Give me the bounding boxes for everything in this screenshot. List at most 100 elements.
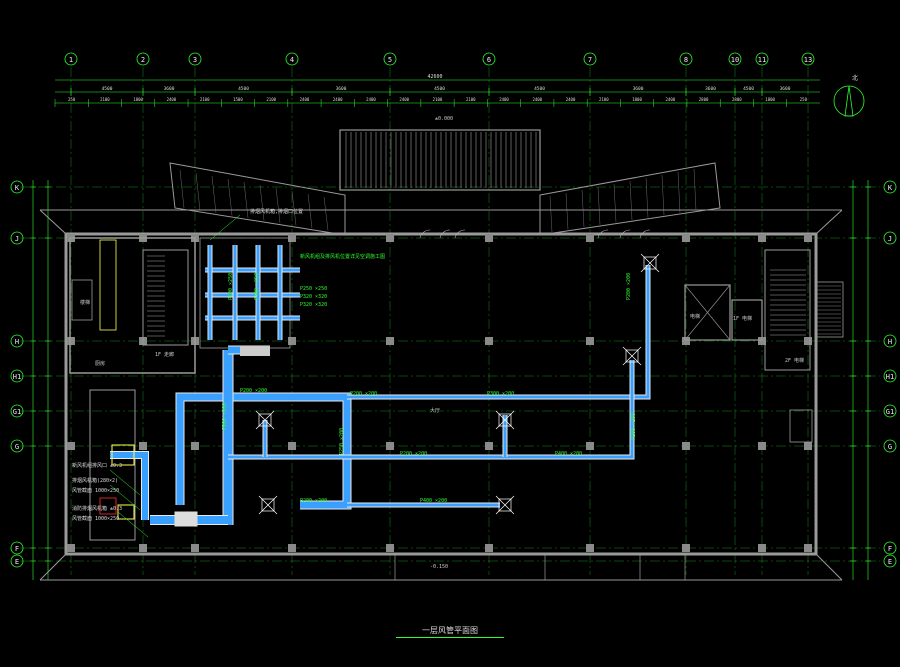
- elevator-1: [684, 284, 731, 341]
- drawing-title: 一层风管平面图: [422, 626, 478, 635]
- dim-text: 1800: [765, 97, 775, 102]
- duct-network: [99, 239, 660, 527]
- structural-column: [288, 544, 296, 552]
- duct-size-label: P200 ×200: [222, 403, 228, 430]
- left-note: 消防排烟风机箱 ±0.3: [72, 505, 122, 512]
- dim-text: 250: [800, 97, 808, 102]
- leader-line: [117, 511, 149, 538]
- left-note: 排烟风机箱(280×2): [72, 477, 118, 484]
- dim-text: 4500: [434, 86, 445, 92]
- ramp-line: [549, 195, 553, 233]
- duct-size-label: P200 ×200: [300, 498, 327, 504]
- ramp-line: [629, 180, 633, 221]
- duct-size-label: P300 ×200: [487, 391, 514, 397]
- duct-segment: [228, 360, 634, 459]
- diffuser-icon: [625, 349, 639, 363]
- structural-column: [758, 544, 766, 552]
- dim-text-overall: 42600: [427, 74, 442, 80]
- elevator-2: [731, 299, 763, 341]
- dim-text: 3600: [633, 86, 644, 92]
- duct-size-label: P250 ×250: [300, 286, 327, 292]
- grid-row-label: E: [15, 558, 19, 566]
- grid-bubble: [136, 52, 150, 66]
- fan-box-icon: [240, 346, 270, 356]
- dim-text: 3600: [780, 86, 791, 92]
- grid-row-label: G1: [886, 408, 894, 416]
- grid-row-label: K: [15, 184, 20, 192]
- left-note: 风管截面 1000×250: [72, 515, 119, 522]
- grid-bubble: [583, 52, 597, 66]
- fire-damper-icon: [99, 497, 117, 515]
- structural-column: [485, 234, 493, 242]
- machine-room: [89, 389, 136, 541]
- structural-column: [758, 337, 766, 345]
- structural-column: [682, 234, 690, 242]
- dim-text: 4500: [534, 86, 545, 92]
- structural-column: [758, 234, 766, 242]
- grid-bubble: [801, 52, 815, 66]
- stair-right: [764, 249, 811, 371]
- room-label: 1F 电梯: [733, 315, 752, 322]
- duct-size-label: P400 ×200: [555, 451, 582, 457]
- grid-row-label: H: [15, 338, 19, 346]
- grid-row-label: J: [888, 235, 892, 243]
- room-label: 大厅: [430, 407, 440, 414]
- grid-row-label: G: [888, 443, 892, 451]
- north-circle: [833, 85, 865, 117]
- duct-size-label: P200 ×250: [228, 273, 234, 300]
- rear-canopy: [394, 554, 546, 581]
- duct-segment: [110, 452, 148, 520]
- dim-text: 2100: [200, 97, 210, 102]
- room-label: 电梯: [690, 313, 700, 320]
- structural-column: [386, 442, 394, 450]
- grid-bubble: [883, 404, 897, 418]
- ramp-line: [323, 196, 329, 231]
- dim-text: 2400: [532, 97, 542, 102]
- ramp-line: [661, 174, 665, 216]
- grid-row-label: H1: [886, 373, 894, 381]
- grid-row-label: K: [888, 184, 893, 192]
- structural-column: [288, 442, 296, 450]
- ramp-line: [565, 192, 569, 230]
- grid-bubble: [883, 231, 897, 245]
- fan-unit-icon: [117, 504, 135, 520]
- rear-canopy: [639, 554, 686, 581]
- shaft-right: [789, 409, 813, 443]
- diffuser-icon: [643, 256, 657, 270]
- structural-column: [288, 234, 296, 242]
- door-swing: [639, 229, 651, 239]
- grid-row-label: E: [888, 558, 892, 566]
- grid-bubble: [883, 439, 897, 453]
- structural-column: [191, 544, 199, 552]
- grid-bubble: [10, 369, 24, 383]
- ramp-line: [211, 175, 217, 214]
- grid-bubble: [10, 439, 24, 453]
- door-swing: [454, 229, 466, 239]
- duct-size-label: P250 ×200: [339, 428, 345, 455]
- structural-column: [485, 544, 493, 552]
- room-wc: [71, 279, 93, 321]
- grid-bubble: [755, 52, 769, 66]
- grid-row-label: F: [15, 545, 19, 553]
- structural-column: [485, 337, 493, 345]
- title-underline: [396, 637, 504, 638]
- grid-bubble: [10, 554, 24, 568]
- grid-bubble: [188, 52, 202, 66]
- dim-text: 2100: [599, 97, 609, 102]
- north-arrow-icon: 北: [833, 74, 865, 117]
- grid-bubble: [883, 554, 897, 568]
- duct-size-label: P400 ×200: [420, 498, 447, 504]
- diffuser-icon: [261, 498, 275, 512]
- diffuser-icon: [498, 498, 512, 512]
- dim-text: 2100: [266, 97, 276, 102]
- dim-text: 4500: [238, 86, 249, 92]
- left-note: 风管截面 1000×250: [72, 487, 119, 494]
- duct-size-label: P200 ×200: [626, 273, 632, 300]
- grid-row-label: G: [15, 443, 19, 451]
- grid-bubble: [10, 404, 24, 418]
- fan-box-icon: [174, 511, 198, 527]
- ramp-line: [195, 172, 201, 211]
- elevator-x: [684, 284, 731, 341]
- grid-bubble: [728, 52, 742, 66]
